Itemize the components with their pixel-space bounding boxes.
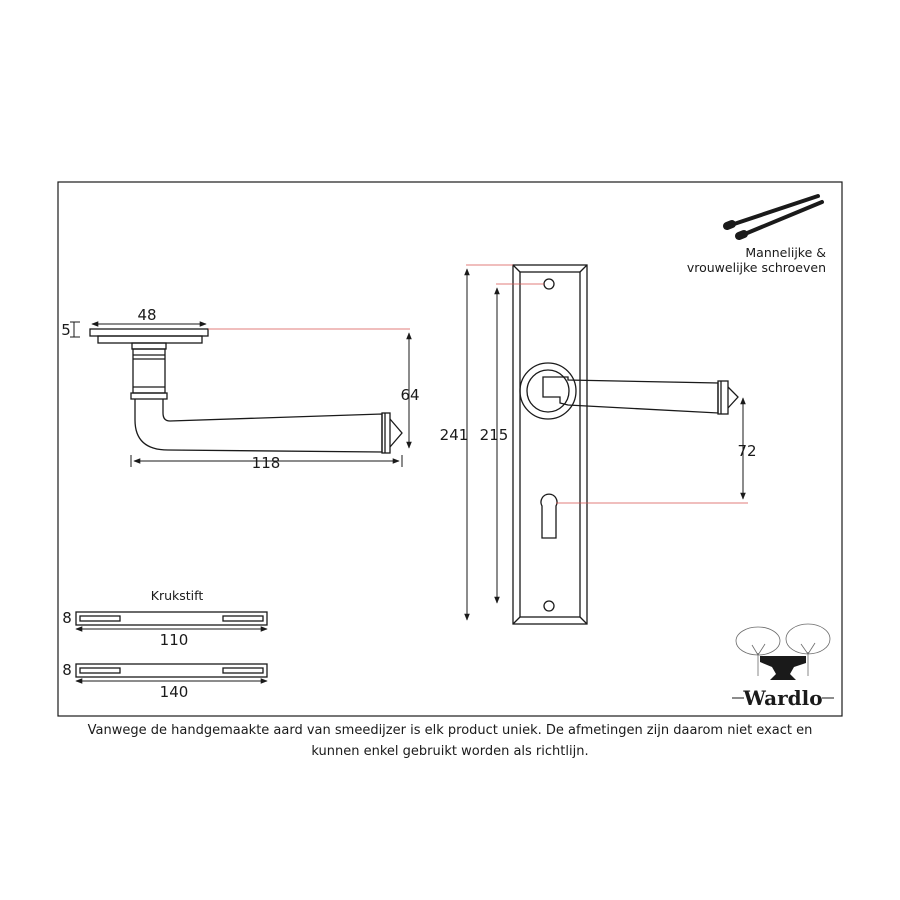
lever-arm: [134, 399, 383, 453]
lever-dimensions: [70, 321, 412, 467]
backplate-dimensions: [464, 268, 746, 621]
spindle-140: [75, 663, 268, 684]
lever-height-label: 64: [400, 386, 419, 404]
euro-cylinder-keyhole: [540, 493, 558, 539]
lever-length-label: 118: [252, 454, 281, 472]
logo-text: Wardlo: [742, 686, 822, 710]
tree-icon: [735, 623, 831, 676]
drawing-frame: [57, 181, 843, 717]
anvil-icon: [760, 656, 806, 680]
lever-collar: [131, 342, 167, 350]
spindle-length-label-2: 140: [160, 683, 189, 701]
backplate-view: [512, 264, 739, 625]
rose-thickness-label: 5: [61, 321, 71, 339]
screws-label-line2: vrouwelijke schroeven: [687, 260, 826, 275]
screws-icon: [723, 194, 824, 240]
lever-side-view: [89, 328, 403, 454]
lever-rose: [519, 362, 577, 420]
lever-front-tip: [717, 380, 729, 415]
backplate-inner: [519, 271, 581, 618]
disclaimer-line-1: Vanwege de handgemaakte aard van smeedij…: [87, 723, 813, 738]
spindle-thickness-label-1: 8: [62, 609, 72, 627]
spindle-title: Krukstift: [151, 588, 204, 603]
disclaimer-line-2: kunnen enkel gebruikt worden als richtli…: [311, 744, 589, 759]
spindle-length-label-1: 110: [160, 631, 189, 649]
screw-hole-bottom: [543, 600, 555, 612]
backplate-outer: [512, 264, 588, 625]
centre-distance-label: 72: [737, 442, 756, 460]
screws-label-line1: Mannelijke &: [745, 245, 826, 260]
rose-width-label: 48: [137, 306, 156, 324]
total-height-label: 241: [440, 426, 469, 444]
rose-plate-top: [89, 328, 209, 337]
wardlo-logo: Wardlo: [732, 623, 834, 710]
disclaimer: Vanwege de handgemaakte aard van smeedij…: [58, 720, 842, 762]
spindle-110: [75, 611, 268, 632]
rose-plate-bottom: [97, 335, 203, 344]
lever-tip: [381, 412, 391, 454]
screw-distance-label: 215: [480, 426, 509, 444]
screw-hole-top: [543, 278, 555, 290]
spindle-thickness-label-2: 8: [62, 661, 72, 679]
